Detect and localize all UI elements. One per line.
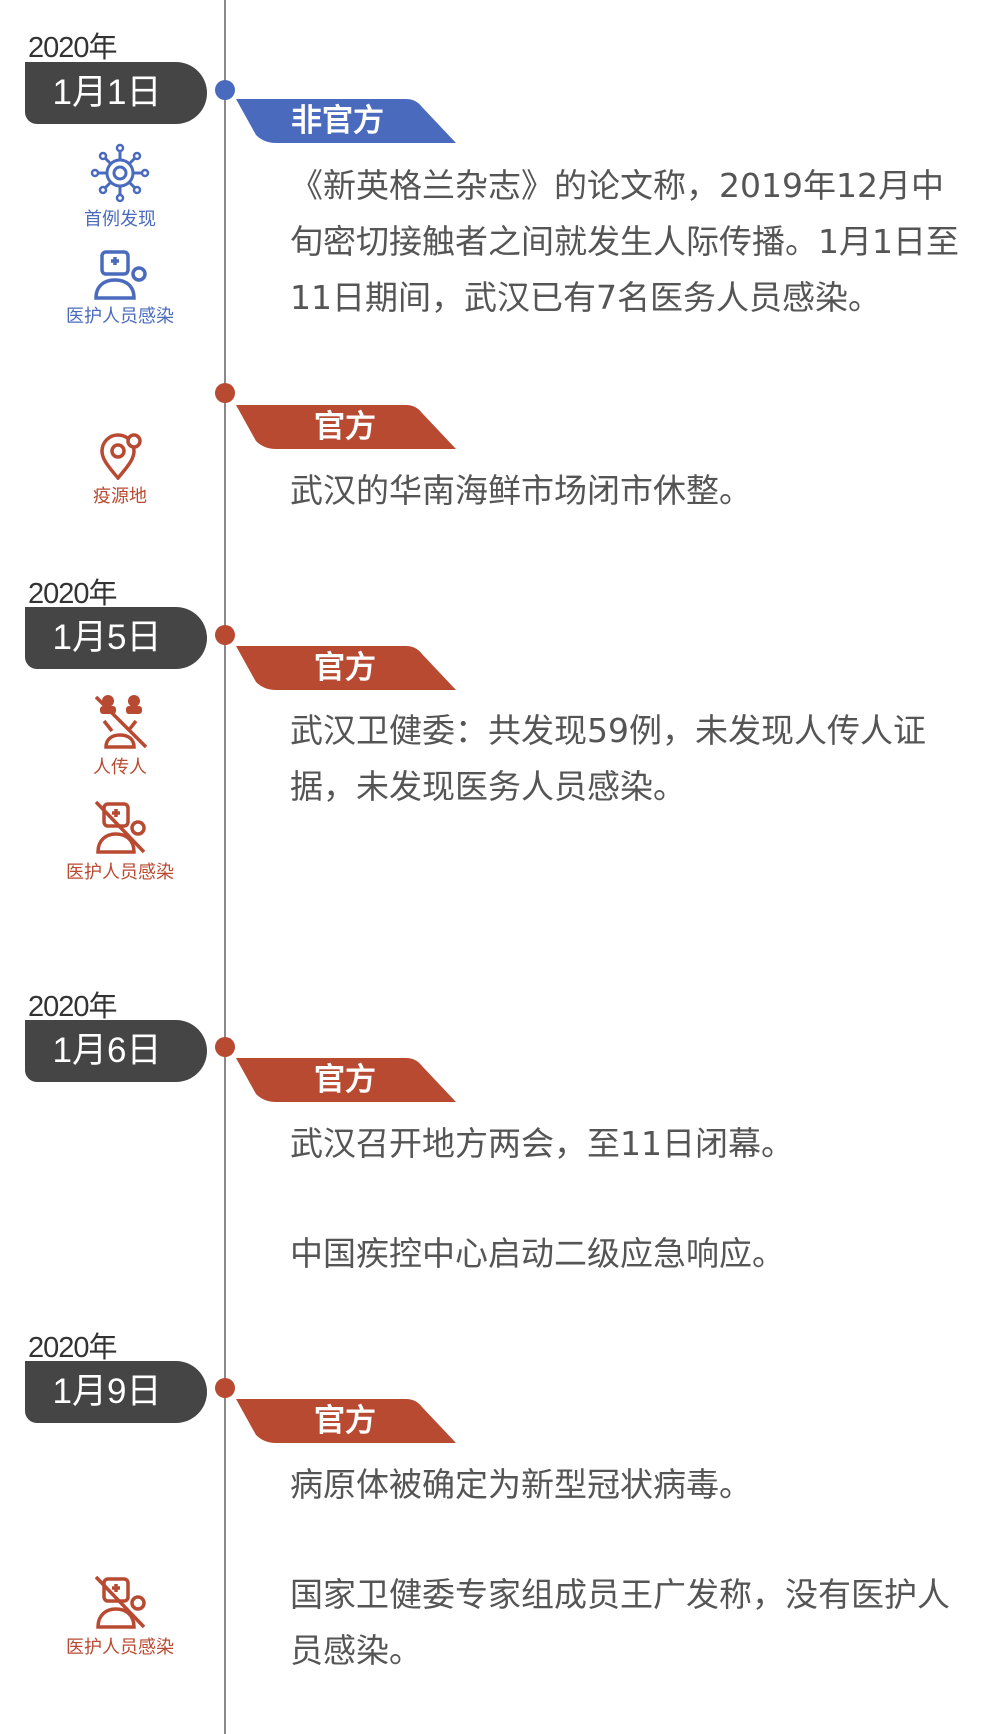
icon-block: 首例发现: [50, 143, 190, 231]
icon-block: 医护人员感染: [50, 250, 190, 328]
icon-block: 疫源地: [50, 432, 190, 508]
official-tag: 官方: [236, 1058, 456, 1102]
timeline-dot: [215, 80, 235, 100]
event-text: 《新英格兰杂志》的论文称，2019年12月中旬密切接触者之间就发生人际传播。1月…: [290, 166, 959, 317]
timeline-dot: [215, 383, 235, 403]
no-doctor-infected-icon: [94, 800, 146, 854]
year-label: 2020年: [28, 991, 118, 1023]
official-tag: 官方: [236, 646, 456, 690]
date-pill: 1月6日: [25, 1020, 207, 1082]
icon-block: 医护人员感染: [50, 800, 190, 884]
no-doctor-infected-icon: [94, 1575, 146, 1629]
doctor-infected-icon: [94, 250, 147, 300]
official-tag: 官方: [236, 405, 456, 449]
event-text: 武汉的华南海鲜市场闭市休整。: [290, 471, 752, 510]
event-text: 武汉召开地方两会，至11日闭幕。: [290, 1124, 794, 1163]
virus-icon: [90, 143, 150, 203]
unofficial-tag: 非官方: [236, 99, 456, 143]
event-text: 武汉卫健委：共发现59例，未发现人传人证据，未发现医务人员感染。: [290, 711, 926, 806]
no-human-transmission-icon: [94, 695, 148, 749]
year-label: 2020年: [28, 578, 118, 610]
timeline-dot: [215, 1037, 235, 1057]
event-text: 病原体被确定为新型冠状病毒。: [290, 1465, 752, 1504]
timeline-dot: [215, 625, 235, 645]
date-pill: 1月1日: [25, 62, 207, 124]
date-pill: 1月5日: [25, 607, 207, 669]
icon-block: 医护人员感染: [50, 1575, 190, 1659]
date-pill: 1月9日: [25, 1361, 207, 1423]
year-label: 2020年: [28, 1332, 118, 1364]
icon-block: 人传人: [50, 693, 190, 779]
event-text: 国家卫健委专家组成员王广发称，没有医护人员感染。: [290, 1575, 950, 1670]
timeline-axis: [224, 0, 226, 1734]
year-label: 2020年: [28, 32, 118, 64]
event-text: 中国疾控中心启动二级应急响应。: [290, 1234, 785, 1273]
official-tag: 官方: [236, 1399, 456, 1443]
location-virus-icon: [100, 433, 142, 480]
timeline-dot: [215, 1378, 235, 1398]
